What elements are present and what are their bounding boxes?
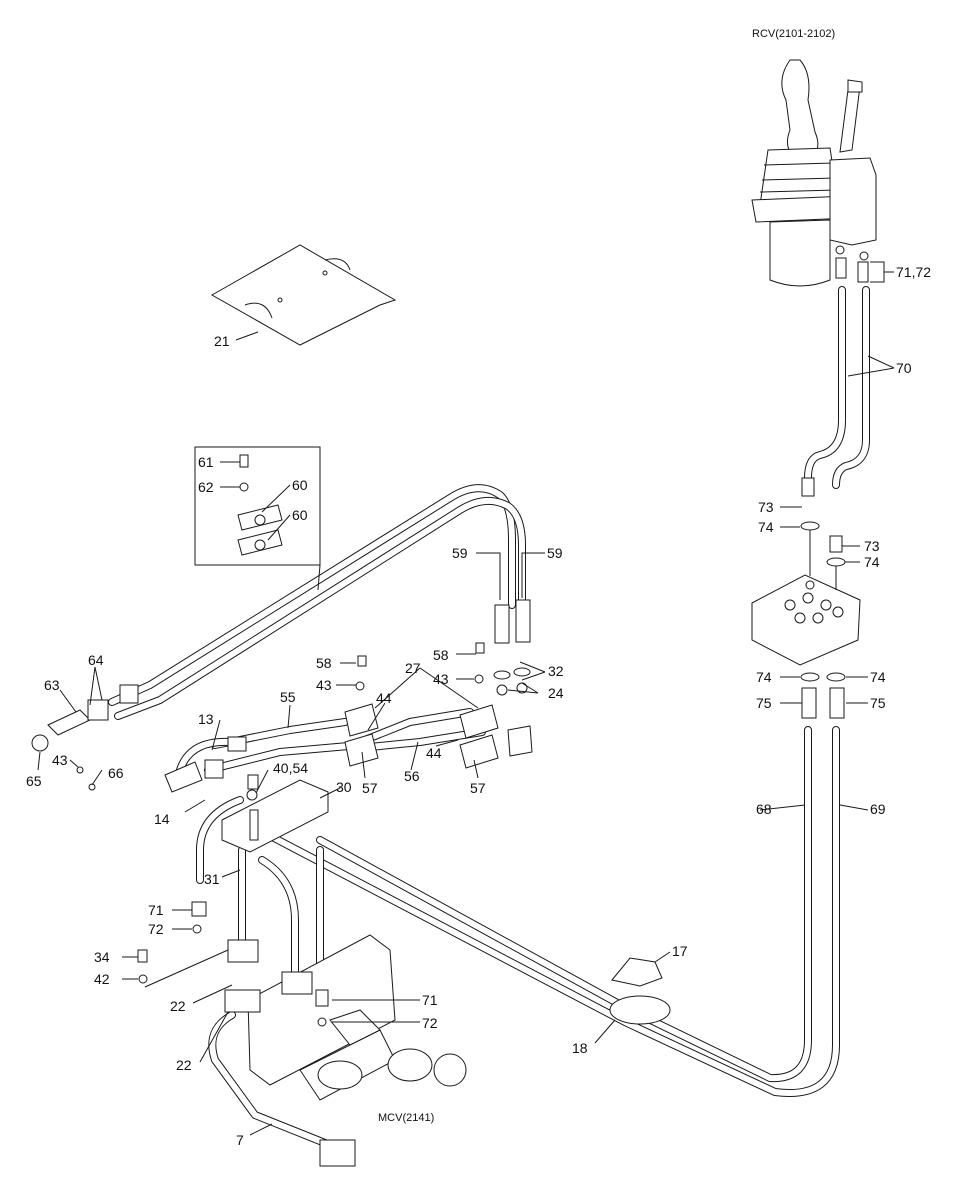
- callout: 42: [94, 971, 110, 987]
- callout: 17: [672, 943, 688, 959]
- rcv-joystick-unit: [751, 59, 877, 287]
- callout: 40,54: [273, 760, 308, 776]
- callout: 58: [433, 647, 449, 663]
- callout: 64: [88, 652, 104, 668]
- callout: 30: [336, 779, 352, 795]
- hose-59-fittings: [474, 599, 531, 696]
- callout: 21: [214, 333, 230, 349]
- callout: 14: [154, 811, 170, 827]
- callout: 74: [758, 519, 774, 535]
- callout: 27: [405, 660, 421, 676]
- callout: 32: [548, 663, 564, 679]
- callout: 56: [404, 768, 420, 784]
- callout: 57: [470, 780, 486, 796]
- bracket: [221, 774, 329, 853]
- callout: 44: [426, 745, 442, 761]
- callout: 68: [756, 801, 772, 817]
- callout: 13: [198, 711, 214, 727]
- rcv-label: RCV(2101-2102): [752, 28, 835, 40]
- callout: 75: [870, 695, 886, 711]
- callout: 75: [756, 695, 772, 711]
- hose-clip: [609, 957, 671, 1025]
- mcv-valve-assembly: [137, 901, 467, 1167]
- callout: 74: [870, 669, 886, 685]
- callout: 72: [422, 1015, 438, 1031]
- callout: 43: [433, 671, 449, 687]
- leader-lines: [37, 261, 895, 1136]
- callout: 43: [52, 752, 68, 768]
- part-number-labels: 71,72 70 21 61 62 60 60 59 59 73 74 73 7…: [26, 264, 931, 1148]
- callout: 31: [204, 871, 220, 887]
- callout: 69: [870, 801, 886, 817]
- callout: 60: [292, 507, 308, 523]
- callout: 71: [148, 902, 164, 918]
- callout: 58: [316, 655, 332, 671]
- callout: 43: [316, 677, 332, 693]
- callout: 57: [362, 780, 378, 796]
- right-fittings: [800, 477, 846, 719]
- callout: 7: [236, 1132, 244, 1148]
- callout: 44: [376, 690, 392, 706]
- callout: 61: [198, 454, 214, 470]
- callout: 74: [756, 669, 772, 685]
- callout: 24: [548, 685, 564, 701]
- callout: 70: [896, 360, 912, 376]
- distribution-block: [751, 574, 861, 666]
- callout: 63: [44, 677, 60, 693]
- callout: 71,72: [896, 264, 931, 280]
- callout: 66: [108, 765, 124, 781]
- mcv-label: MCV(2141): [378, 1112, 434, 1124]
- callout: 72: [148, 921, 164, 937]
- callout: 59: [547, 545, 563, 561]
- mounting-plate: [210, 244, 397, 346]
- callout: 18: [572, 1040, 588, 1056]
- callout: 71: [422, 992, 438, 1008]
- callout: 65: [26, 773, 42, 789]
- callout: 34: [94, 949, 110, 965]
- callout: 55: [280, 689, 296, 705]
- callout: 59: [452, 545, 468, 561]
- callout: 62: [198, 479, 214, 495]
- callout: 22: [176, 1057, 192, 1073]
- callout: 22: [170, 998, 186, 1014]
- left-fittings: [31, 684, 247, 793]
- callout: 73: [864, 538, 880, 554]
- callout: 60: [292, 477, 308, 493]
- assembly-labels: RCV(2101-2102) MCV(2141): [378, 28, 835, 1124]
- callout: 74: [864, 554, 880, 570]
- callout: 73: [758, 499, 774, 515]
